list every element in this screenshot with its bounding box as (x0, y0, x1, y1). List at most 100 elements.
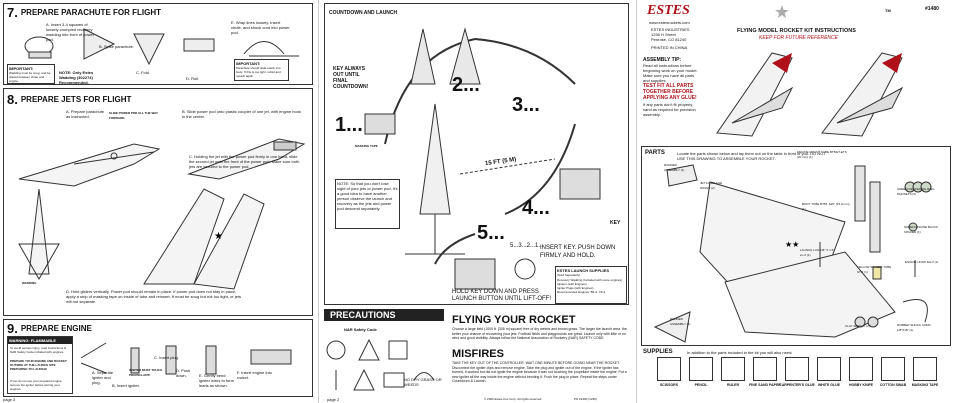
step7-a-text: A. Insert 3-4 squares of loosely crumple… (46, 22, 95, 42)
countdown-title: COUNTDOWN AND LAUNCH (329, 10, 398, 16)
step8-d-text: D. Hold gliders vertically. Power pod sh… (66, 289, 241, 304)
part-engine-hook: ENGINE HOOK EH-2 (1) (905, 260, 939, 264)
assembly-tip-title: ASSEMBLY TIP: (643, 57, 682, 63)
svg-text:★: ★ (214, 231, 223, 242)
part-shock-cord: RUBBER SHOCK CORD 1/8"X18" (1) (897, 323, 931, 332)
step9-e-text: E. Gently bend igniter wires to form lea… (199, 373, 234, 388)
keep-for-reference: KEEP FOR FUTURE REFERENCE (759, 35, 838, 41)
part-number-footer: PN 01400 (1230) (574, 397, 597, 401)
step7-d-text: D. Roll. (186, 76, 200, 81)
flying-text: Choose a large field (1000 ft. [305 m] s… (452, 327, 627, 340)
misfires-text: TAKE THE KEY OUT OF THE CONTROLLER. WAIT… (452, 361, 627, 383)
step9-c-text: C. Insert plug. (154, 355, 179, 360)
part-green-rings: GREEN CENTERING RING PAK/SETS (3) (897, 187, 935, 196)
ruler-icon (721, 357, 745, 381)
supply-label: RULER (726, 383, 740, 387)
launch-sequence-illustration (364, 27, 601, 290)
supply-label: MASKING TAPE (911, 383, 939, 387)
step9-heading: 9. PREPARE ENGINE (7, 321, 92, 336)
observer-note: NOTE: So that you don't lose sight of yo… (335, 179, 400, 229)
hold-key-text: HOLD KEY DOWN AND PRESS LAUNCH BUTTON UN… (452, 289, 552, 302)
misfires-title: MISFIRES (452, 348, 504, 360)
company-name: ESTES INDUSTRIES (651, 27, 690, 32)
masking-tape-label: MASKING TAPE (355, 144, 378, 148)
parts-title: PARTS (645, 150, 665, 156)
warning-text: To avoid serious injury, read instructio… (10, 346, 66, 354)
flying-title: FLYING YOUR ROCKET (452, 314, 576, 326)
step9-f-text: F. Insert engine into rocket. (237, 370, 272, 380)
parts-box: PARTS Locate the parts shown below and l… (641, 146, 951, 346)
countdown-three: 3... (512, 94, 540, 116)
warning-fumes: If you do not use your prepared engine, … (10, 379, 63, 391)
precautions-bar: PRECAUTIONS (324, 309, 444, 321)
insert-key-text: INSERT KEY. PUSH DOWN FIRMLY AND HOLD. (540, 245, 616, 259)
part-yellow-spacer: YELLOW SPACER TUBE ST-2 (1) (857, 265, 892, 274)
step9-ignite-text: IGNITER MUST TOUCH PROPELLANT! (129, 368, 162, 377)
parachute-fold-illustration (24, 28, 299, 66)
part-jet-fuselage: JET FUSELAGE WINGS (2) (700, 181, 723, 190)
countdown-two: 2... (452, 74, 480, 96)
company-address-2: Penrose, CO 81240 (651, 37, 687, 42)
launch-supply-item: Recovery Wadding (Included with some eng… (557, 278, 623, 282)
step7-e-text: E. Wrap lines loosely. Insert chute, and… (231, 20, 290, 35)
cotton-swab-icon (881, 357, 905, 381)
part-rudder-2: RUDDER ASSEMBLY (1) (670, 317, 691, 326)
page-3-footer: page 3 (3, 397, 16, 402)
cover-jets-illustration (716, 52, 904, 137)
white-glue-icon (817, 357, 841, 381)
supply-label: WHITE GLUE (818, 383, 840, 387)
step8-box: 8. PREPARE JETS FOR FLIGHT A. Prepare pa… (3, 88, 313, 316)
step8-b-text: B. Slide power pod onto plastic coupler … (182, 109, 301, 119)
jet-glider-illustration-a (18, 143, 161, 187)
part-green-block: GREEN ENGINE BLOCK SPACER (1) (904, 225, 939, 234)
step9-title: PREPARE ENGINE (20, 324, 92, 333)
supply-label: SCISSORS (659, 383, 679, 387)
launch-supply-item: Igniter Plugs (with Engines) (557, 286, 594, 290)
copyright: © 2006 Estes-Cox Corp. All rights reserv… (484, 397, 543, 401)
printed-in: PRINTED IN CHINA (651, 45, 688, 50)
step7-number: 7. (7, 5, 18, 20)
pencil-icon (689, 357, 713, 381)
step7-important2-text: Parachute should slide easily into body.… (236, 66, 281, 78)
step7-b-text: B. Spike parachute. (99, 44, 134, 49)
estes-logo: ESTES (647, 3, 690, 18)
part-rudder-1: RUDDER ASSEMBLY (1) (664, 163, 685, 172)
step7-important-text: Wadding must be snug, and be placed betw… (9, 71, 51, 83)
launch-supplies-sub: (Sold Separately) (557, 273, 581, 277)
supply-label: FINE SAND PAPER (749, 383, 781, 387)
step9-a-text: A. Separate igniter and plug. (92, 370, 114, 385)
step7-title: PREPARE PARACHUTE FOR FLIGHT (20, 8, 161, 17)
countdown-box: COUNTDOWN AND LAUNCH KEY ALWAYS OUT UNTI… (324, 3, 629, 305)
panel-page-2: COUNTDOWN AND LAUNCH KEY ALWAYS OUT UNTI… (318, 0, 634, 403)
supply-label: PENCIL (694, 383, 708, 387)
part-clay-weight: CLAY WEIGHT (2) (845, 324, 870, 328)
part-engine-mount: ENGINE MOUNT TUBE BT5/ET-ETS (20 mm) (1) (797, 150, 847, 159)
supply-label: HOBBY KNIFE (848, 383, 874, 387)
step9-d-text: D. Push down. (176, 368, 191, 378)
test-fit-text: If any parts don't fit properly, sand as… (643, 102, 696, 117)
jet-pair-illustration-b (187, 138, 306, 180)
launch-supply-item: Igniters (with Engines) (557, 282, 587, 286)
part-body-tube: BODY TUBE BT55 .625" (15.9 mm) (1) (802, 202, 850, 211)
supply-label: CARPENTER'S GLUE (779, 383, 815, 387)
page-2-footer: page 2 (327, 397, 340, 402)
jet-vertical-illustration-d (18, 188, 60, 281)
jet-stack-illustration-c: ★ (143, 188, 265, 290)
step9-b-text: B. Insert igniter. (112, 383, 140, 388)
panel-page-3: 7. PREPARE PARACHUTE FOR FLIGHT A. Inser… (0, 0, 317, 403)
warning-title: WARNING: FLAMMABLE (8, 337, 72, 344)
panel-cover: ESTES www.estesrockets.com ESTES INDUSTR… (636, 0, 954, 403)
step7-important-box: IMPORTANT: Wadding must be snug, and be … (7, 64, 55, 84)
svg-text:★★: ★★ (785, 240, 799, 249)
observer-note-text: NOTE: So that you don't lose sight of yo… (337, 181, 398, 211)
countdown-one: 1... (335, 114, 363, 136)
precaution-icons (326, 338, 435, 391)
step8-wadding-label: WADDING (22, 281, 37, 285)
countdown-four: 4... (522, 197, 550, 219)
step7-c-text: C. Fold. (136, 70, 151, 75)
supplies-text: In addition to the parts included in the… (687, 350, 793, 355)
masking-tape-icon (913, 357, 937, 381)
countdown-small: 5...3...2...1... (510, 243, 544, 249)
step9-number: 9. (7, 321, 18, 336)
star-icon: ★ (773, 1, 791, 22)
